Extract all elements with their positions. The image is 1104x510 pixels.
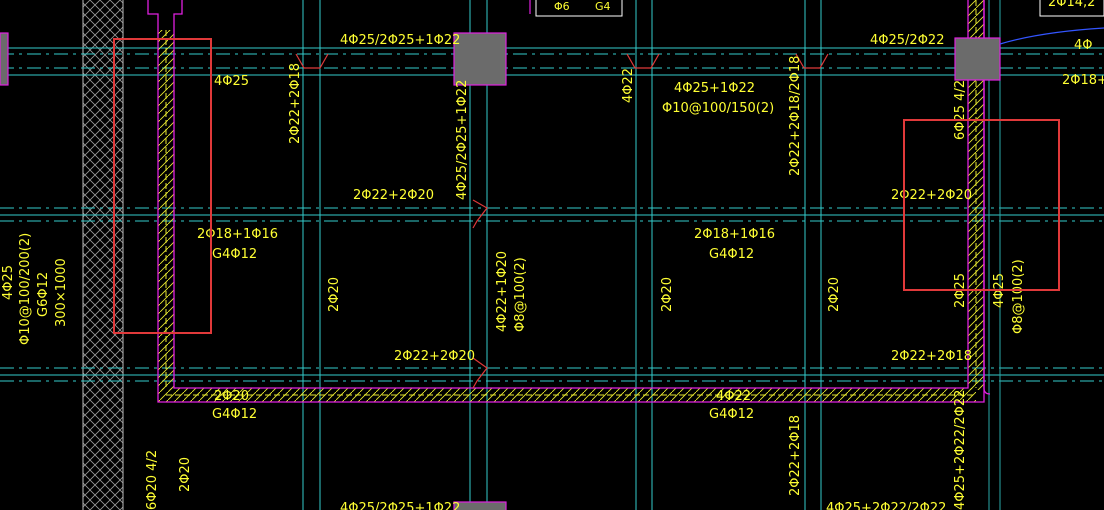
label-bottom-edge-right: 4Φ25+2Φ22/2Φ22 (826, 501, 946, 510)
label-v-6f25: 6Φ25 4/2 (953, 80, 968, 140)
label-mid-center-a: 2Φ18+1Φ16 (694, 227, 775, 242)
label-v-4f25-2f25: 4Φ25/2Φ25+1Φ22 (455, 80, 470, 200)
label-v-f8-b: Φ8@100(2) (1011, 259, 1026, 334)
label-v-2f22-2f18-c: 2Φ22+2Φ18 (788, 415, 803, 496)
label-v-2f20-b: 2Φ20 (660, 277, 675, 312)
label-v-4f22-1f20: 4Φ22+1Φ20 (495, 251, 510, 332)
highlight-box-left[interactable] (113, 38, 212, 334)
label-bottom-edge-left: 4Φ25/2Φ25+1Φ22 (340, 501, 460, 510)
label-low-beam-right: 2Φ22+2Φ18 (891, 349, 972, 364)
highlight-box-right[interactable] (903, 119, 1060, 291)
label-v-2f22-2f18-b: 2Φ22+2Φ18/2Φ18 (788, 56, 803, 176)
label-v-4f25-2f22: 4Φ25+2Φ22/2Φ22 (953, 390, 968, 510)
label-v-2f22-2f18-a: 2Φ22+2Φ18 (288, 63, 303, 144)
label-bottom-center-a: 4Φ22 (716, 389, 751, 404)
label-low-beam-left: 2Φ22+2Φ20 (394, 349, 475, 364)
horizontal-axes (0, 53, 1104, 382)
label-top-frag-1: Φ6 (554, 0, 570, 13)
label-v-2f20-a: 2Φ20 (327, 277, 342, 312)
label-bottom-left-a: 2Φ20 (214, 389, 249, 404)
label-mid-upper-b: Φ10@100/150(2) (662, 101, 774, 116)
column-bottom-center[interactable] (453, 501, 507, 510)
label-top-beam-right: 4Φ25/2Φ22 (870, 33, 944, 48)
shear-wall-outline (147, 0, 991, 403)
label-v-left-2: Φ10@100/200(2) (18, 233, 33, 345)
label-mid-beam-left: 2Φ22+2Φ20 (353, 188, 434, 203)
hatched-wall-strip (82, 0, 124, 510)
horizontal-beam-edges (0, 47, 1104, 376)
blue-leader-curve (999, 27, 1104, 45)
column-top-right[interactable] (954, 37, 1001, 81)
label-top-right-3: 2Φ18+1 (1062, 73, 1104, 88)
label-v-left-1: 4Φ25 (1, 265, 16, 300)
label-mid-beam-right: 2Φ22+2Φ20 (891, 188, 972, 203)
column-top-center[interactable] (453, 32, 507, 86)
label-top-right-2: 2Φ14,2 (1048, 0, 1095, 10)
label-mid-left-b: G4Φ12 (212, 247, 257, 262)
label-bottom-left-b: G4Φ12 (212, 407, 257, 422)
label-top-beam-left: 4Φ25/2Φ25+1Φ22 (340, 33, 460, 48)
label-v-left-3: G6Φ12 (36, 272, 51, 317)
label-v-2f20-c: 2Φ20 (827, 277, 842, 312)
label-top-right-1: 4Φ (1074, 38, 1093, 53)
label-v-left-4: 300×1000 (54, 258, 69, 327)
break-symbols (295, 53, 829, 389)
label-v-f8-a: Φ8@100(2) (513, 257, 528, 332)
label-v-6f20: 6Φ20 4/2 (145, 450, 160, 510)
label-v-4f22: 4Φ22 (621, 68, 636, 103)
column-left-edge[interactable] (0, 32, 9, 86)
label-mid-center-b: G4Φ12 (709, 247, 754, 262)
top-frame-fragment (529, 0, 1104, 17)
label-left-4phi25: 4Φ25 (214, 74, 249, 89)
label-mid-left-a: 2Φ18+1Φ16 (197, 227, 278, 242)
label-mid-upper-a: 4Φ25+1Φ22 (674, 81, 755, 96)
label-bottom-center-b: G4Φ12 (709, 407, 754, 422)
label-top-frag-2: G4 (595, 0, 611, 13)
label-v-2f20-d: 2Φ20 (178, 457, 193, 492)
